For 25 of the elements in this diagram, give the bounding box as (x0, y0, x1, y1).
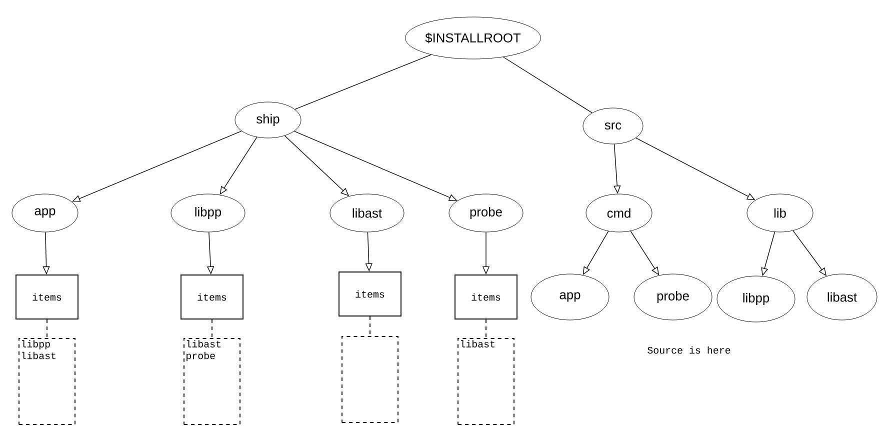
ellipse-node: probe (634, 274, 712, 320)
ellipse-node: ship (234, 102, 302, 138)
ellipse-node: libast (806, 274, 878, 320)
empty-dashed-box (342, 336, 398, 423)
ellipse-node: lib (746, 194, 814, 232)
ellipse-node: probe (448, 194, 524, 232)
dashed-box: libast probe (184, 338, 240, 425)
ellipse-node: app (12, 194, 78, 232)
ellipse-node: $INSTALLROOT (405, 16, 541, 60)
ellipse-node: src (582, 108, 644, 144)
ellipse-node: app (530, 274, 610, 320)
items-box: items (180, 274, 244, 320)
items-box: items (338, 272, 402, 316)
ellipse-node: libast (330, 194, 404, 232)
ellipse-node: cmd (586, 194, 652, 232)
dashed-box: libast (458, 338, 514, 425)
ellipse-node: libpp (170, 194, 246, 232)
connector-line (502, 56, 592, 114)
items-box: items (16, 274, 78, 320)
ellipse-node: libpp (716, 276, 796, 322)
note-text: Source is here (648, 346, 730, 354)
connector-line (294, 54, 432, 110)
items-box: items (454, 274, 518, 320)
dotted-connector (46, 319, 48, 338)
dashed-box: libpp libast (18, 338, 76, 425)
